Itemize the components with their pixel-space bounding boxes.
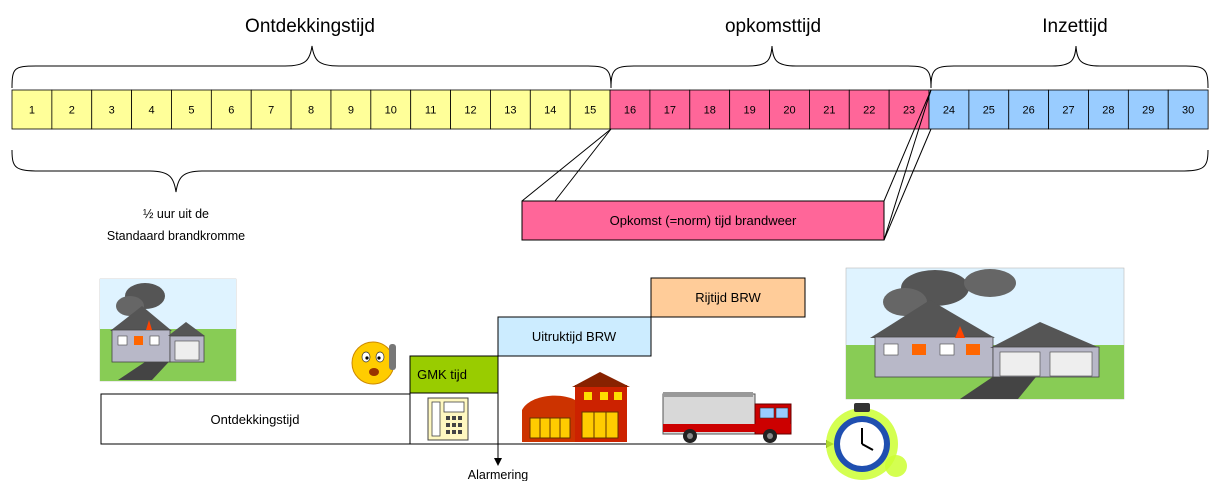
big-house-picture xyxy=(845,267,1125,400)
inzet-top-brace xyxy=(930,45,1209,89)
timeline-cell-number: 1 xyxy=(29,105,35,117)
half-hour-label-line1: ½ uur uit de xyxy=(143,207,209,221)
timeline-cell-number: 2 xyxy=(69,105,75,117)
norm-box xyxy=(521,200,885,241)
timeline-cell xyxy=(91,89,133,130)
timeline-cell-number: 7 xyxy=(268,105,274,117)
timeline-cell-number: 15 xyxy=(584,105,596,117)
inzettijd-title: Inzettijd xyxy=(1042,16,1107,37)
rijtijd-box xyxy=(650,277,806,318)
ontdekkingstijd-step xyxy=(100,393,411,445)
half-hour-label-line2: Standaard brandkromme xyxy=(107,229,245,243)
timeline-cell-number: 26 xyxy=(1023,105,1035,117)
timeline-cell-number: 18 xyxy=(704,105,716,117)
timeline-cell xyxy=(769,89,810,130)
timeline-cell xyxy=(330,89,372,130)
timeline-cell xyxy=(968,89,1010,130)
phone-caller-icon xyxy=(351,341,396,385)
timeline-cell-number: 29 xyxy=(1142,105,1154,117)
timeline-cell-number: 16 xyxy=(624,105,636,117)
fire-station-icon xyxy=(522,372,630,442)
timeline-cell-number: 27 xyxy=(1062,105,1074,117)
timeline-cell-number: 28 xyxy=(1102,105,1114,117)
timeline-cell-number: 5 xyxy=(188,105,194,117)
timeline-cell xyxy=(729,89,770,130)
timeline-cell xyxy=(51,89,93,130)
timeline-cell xyxy=(250,89,292,130)
timeline-cell xyxy=(11,89,53,130)
timeline-cell-number: 11 xyxy=(425,105,436,117)
timeline-cell-number: 13 xyxy=(504,105,516,117)
small-house-picture xyxy=(99,278,237,382)
ontdekking-top-brace xyxy=(11,45,612,89)
burning-house-icon xyxy=(110,283,205,363)
timeline-cell-number: 4 xyxy=(148,105,154,117)
timeline-cell-number: 12 xyxy=(464,105,476,117)
projection-lines xyxy=(521,89,932,241)
gmk-tijd-label: GMK tijd xyxy=(417,367,467,382)
timeline-cell-number: 30 xyxy=(1182,105,1194,117)
timeline-cell-number: 6 xyxy=(228,105,234,117)
timeline-cell-number: 21 xyxy=(823,105,835,117)
alarmering-label: Alarmering xyxy=(468,468,528,481)
opkomst-top-brace xyxy=(610,45,932,89)
timeline-cell-number: 8 xyxy=(308,105,314,117)
timeline-cell-number: 24 xyxy=(943,105,955,117)
timeline-cell xyxy=(649,89,691,130)
half-hour-brace xyxy=(11,149,1209,193)
timeline-cell xyxy=(609,89,651,130)
timeline-cell-number: 14 xyxy=(544,105,556,117)
desk-phone-icon xyxy=(427,397,469,441)
timeline-cell xyxy=(171,89,212,130)
ontdekkingstijd-title: Ontdekkingstijd xyxy=(245,16,375,37)
timeline-cell-number: 19 xyxy=(743,105,755,117)
timeline-cell xyxy=(450,89,491,130)
timeline-cell-number: 10 xyxy=(385,105,397,117)
timeline-cell xyxy=(490,89,531,130)
uitruktijd-box xyxy=(497,316,652,357)
timeline-cell-number: 20 xyxy=(783,105,795,117)
norm-box-label: Opkomst (=norm) tijd brandweer xyxy=(610,213,797,228)
burning-house-icon xyxy=(870,269,1100,378)
timeline-cell xyxy=(809,89,850,130)
timeline-cell-number: 17 xyxy=(664,105,676,117)
alarmering-arrow xyxy=(494,393,502,466)
timeline-cell-number: 22 xyxy=(863,105,875,117)
timeline-cell-number: 23 xyxy=(903,105,915,117)
opkomsttijd-title: opkomsttijd xyxy=(725,16,821,37)
timeline-cell xyxy=(210,89,252,130)
timeline-cell xyxy=(848,89,890,130)
uitruktijd-label: Uitruktijd BRW xyxy=(532,329,617,344)
timeline-cell xyxy=(1167,89,1209,130)
timeline-cell xyxy=(290,89,332,130)
timeline-cell xyxy=(1127,89,1169,130)
timeline-cell xyxy=(1048,89,1089,130)
ontdekkingstijd-step-label: Ontdekkingstijd xyxy=(211,412,300,427)
timeline-cell xyxy=(370,89,412,130)
timeline-cell xyxy=(1088,89,1129,130)
timeline-cell-number: 3 xyxy=(109,105,115,117)
rijtijd-label: Rijtijd BRW xyxy=(695,290,761,305)
timeline-cell-number: 9 xyxy=(348,105,354,117)
fire-truck-icon xyxy=(662,392,792,443)
gmk-tijd-box xyxy=(409,355,499,394)
timeline-cell xyxy=(689,89,731,130)
timeline-cell xyxy=(529,89,571,130)
stopwatch-icon xyxy=(826,403,907,480)
timeline-cell-number: 25 xyxy=(983,105,995,117)
